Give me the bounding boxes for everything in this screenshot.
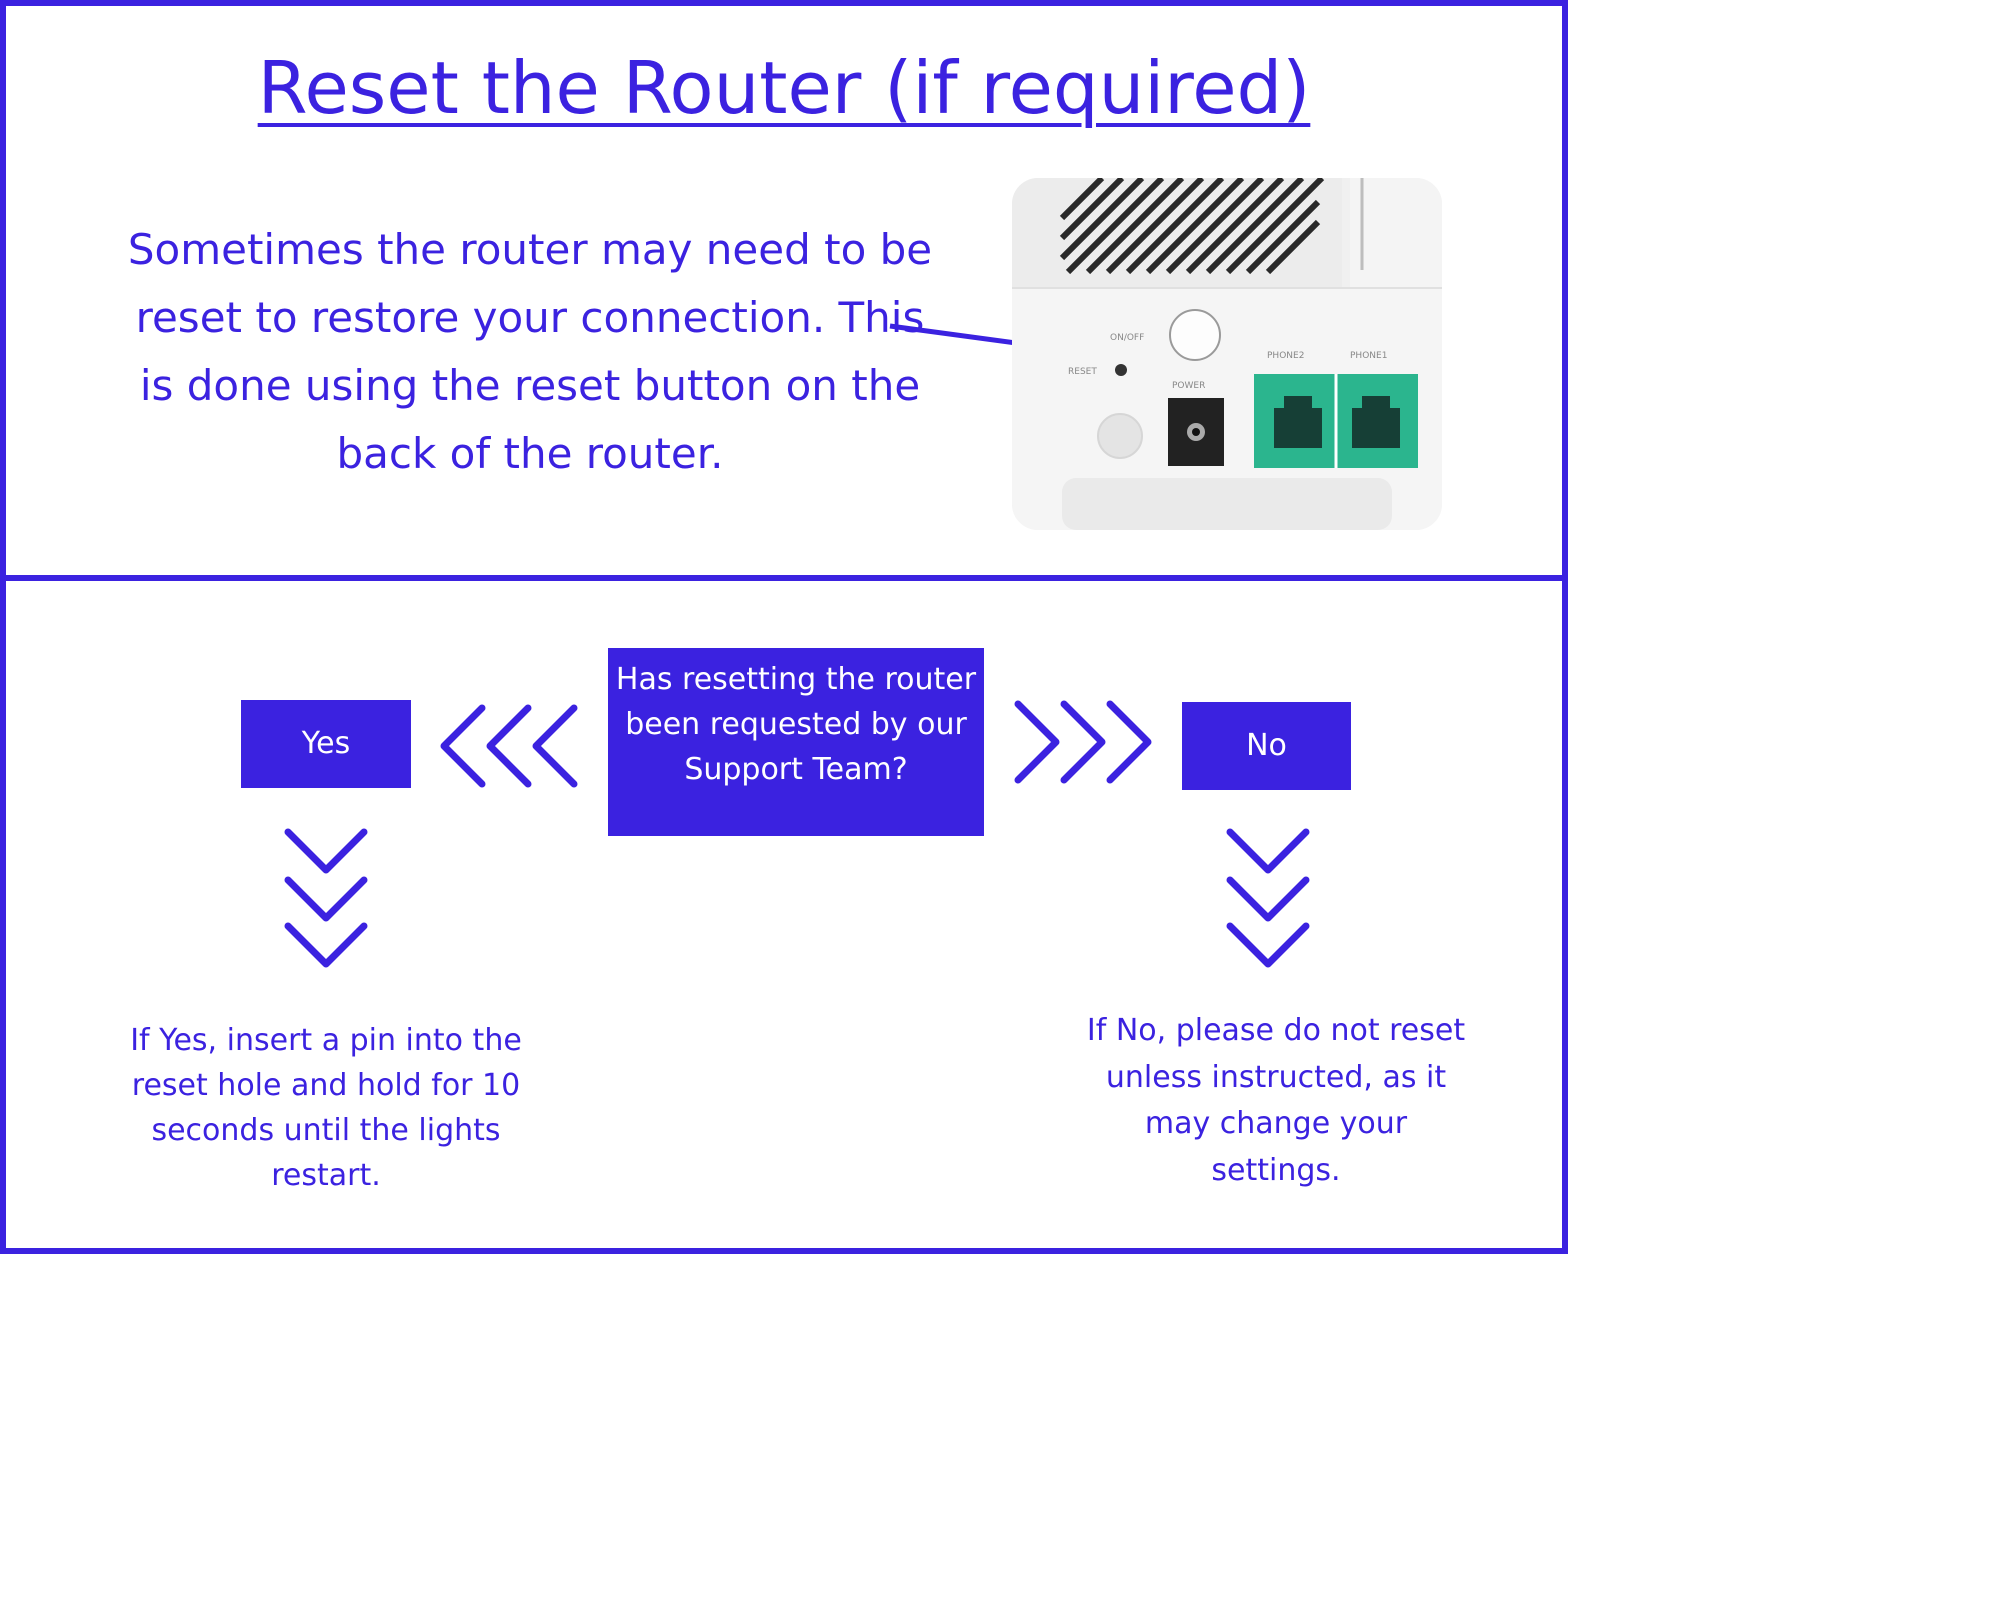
yes-down-chevrons-icon	[284, 828, 368, 968]
page-title: Reset the Router (if required)	[257, 46, 1311, 130]
no-box: No	[1182, 702, 1351, 790]
phone2-label: PHONE2	[1267, 351, 1304, 361]
power-button-icon	[1169, 309, 1221, 361]
yes-box: Yes	[241, 700, 411, 788]
power-label: POWER	[1172, 381, 1205, 391]
section-divider	[0, 575, 1568, 581]
router-back-image: ON/OFF RESET POWER PHONE2 PHONE1	[1012, 178, 1442, 530]
reset-label: RESET	[1068, 367, 1097, 377]
no-down-chevrons-icon	[1226, 828, 1310, 968]
reset-hole-icon	[1115, 364, 1127, 376]
yes-instruction-text: If Yes, insert a pin into the reset hole…	[130, 1023, 522, 1193]
no-instruction-text: If No, please do not reset unless instru…	[1086, 1013, 1466, 1188]
question-box: Has resetting the router been requested …	[608, 648, 984, 836]
left-chevrons-icon	[440, 704, 578, 788]
on-off-label: ON/OFF	[1110, 333, 1144, 343]
phone1-label: PHONE1	[1350, 351, 1387, 361]
right-chevrons-icon	[1014, 700, 1152, 784]
intro-text: Sometimes the router may need to be rese…	[127, 225, 933, 478]
page-border	[0, 0, 1568, 1254]
vent-slats-icon	[1059, 178, 1325, 275]
